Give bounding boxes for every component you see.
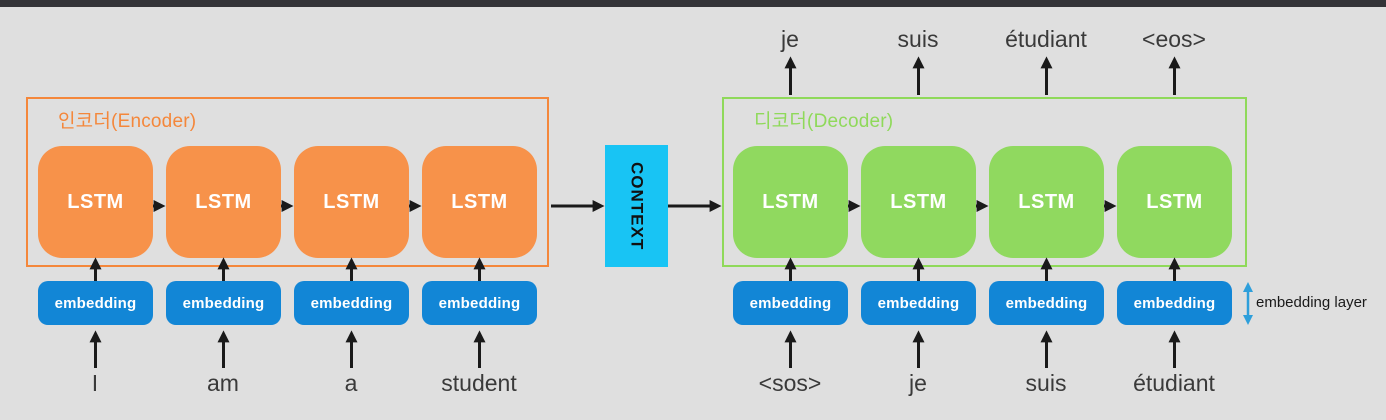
- decoder-embedding-2: embedding: [861, 281, 976, 325]
- encoder-lstm-1: LSTM: [38, 146, 153, 258]
- embedding-layer-label: embedding layer: [1256, 294, 1367, 311]
- encoder-embedding-2: embedding: [166, 281, 281, 325]
- decoder-lstm-4: LSTM: [1117, 146, 1232, 258]
- encoder-embedding-3: embedding: [294, 281, 409, 325]
- encoder-label: 인코더(Encoder): [58, 111, 197, 132]
- encoder-input-word-2: am: [207, 370, 239, 396]
- decoder-lstm-3: LSTM: [989, 146, 1104, 258]
- decoder-embedding-3: embedding: [989, 281, 1104, 325]
- decoder-lstm-1: LSTM: [733, 146, 848, 258]
- encoder-input-word-1: I: [91, 370, 99, 396]
- embedding-to-lstm-arrows: [89, 257, 1181, 281]
- decoder-embedding-1: embedding: [733, 281, 848, 325]
- encoder-group-box: [26, 97, 549, 267]
- decoder-lstm-2: LSTM: [861, 146, 976, 258]
- decoder-group-box: [722, 97, 1247, 267]
- decoder-embedding-4: embedding: [1117, 281, 1232, 325]
- encoder-lstm-3: LSTM: [294, 146, 409, 258]
- encoder-lstm-2: LSTM: [166, 146, 281, 258]
- decoder-output-word-3: étudiant: [1005, 26, 1087, 52]
- encoder-embedding-1: embedding: [38, 281, 153, 325]
- encoder-embedding-4: embedding: [422, 281, 537, 325]
- decoder-output-arrows: [784, 56, 1181, 95]
- decoder-output-word-2: suis: [897, 26, 939, 52]
- encoder-lstm-4: LSTM: [422, 146, 537, 258]
- decoder-output-word-1: je: [781, 26, 799, 52]
- word-to-embedding-arrows: [89, 330, 1181, 368]
- decoder-output-word-4: <eos>: [1142, 26, 1206, 52]
- decoder-input-word-4: étudiant: [1133, 370, 1215, 396]
- decoder-input-word-3: suis: [1025, 370, 1067, 396]
- encoder-input-word-4: student: [441, 370, 517, 396]
- decoder-label: 디코더(Decoder): [754, 111, 894, 132]
- decoder-input-word-1: <sos>: [758, 370, 822, 396]
- top-bar: [0, 0, 1386, 7]
- decoder-input-word-2: je: [909, 370, 927, 396]
- context-block: CONTEXT: [605, 145, 668, 267]
- encoder-input-word-3: a: [344, 370, 358, 396]
